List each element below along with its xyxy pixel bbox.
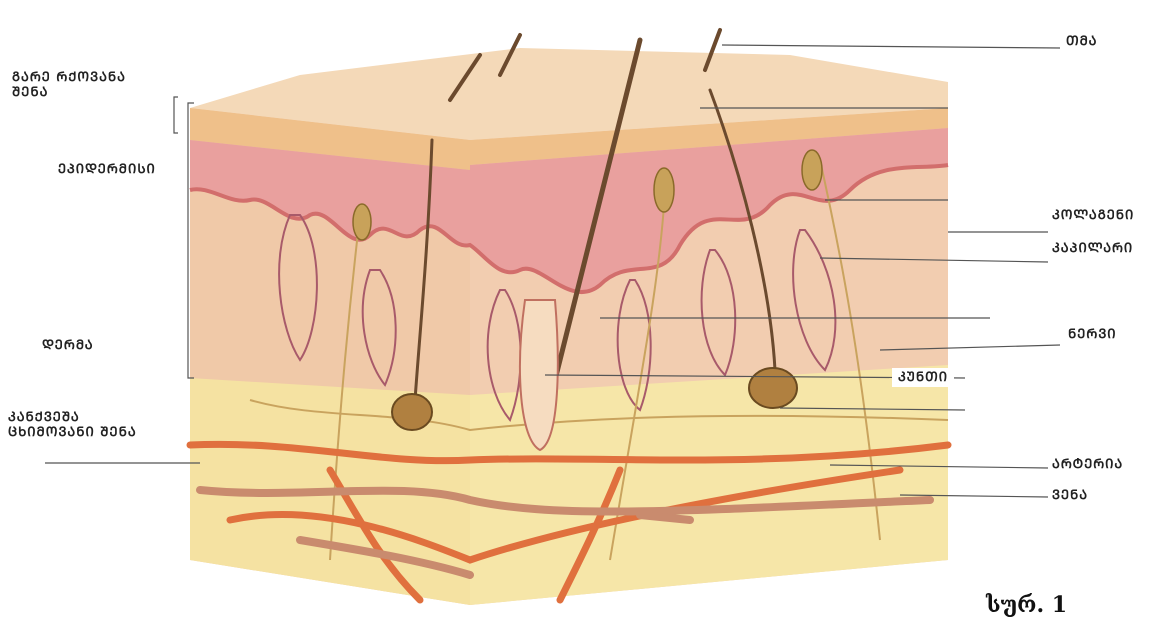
label-outer-layer-line1: ᲒᲐᲠᲔ ᲠᲥᲝᲕᲐᲜᲐ	[12, 70, 126, 85]
label-muscle: ᲙᲣᲜᲗᲘ	[892, 368, 954, 387]
label-dermis: ᲓᲔᲠᲛᲐ	[42, 338, 94, 353]
label-vein: ᲕᲔᲜᲐ	[1052, 488, 1088, 503]
label-outer-layer: ᲒᲐᲠᲔ ᲠᲥᲝᲕᲐᲜᲐ ᲨᲔᲜᲐ	[12, 70, 126, 100]
label-collagen: ᲙᲝᲚᲐᲒᲔᲜᲘ	[1052, 208, 1134, 223]
figure-caption: სურ. 1	[986, 592, 1067, 618]
label-artery: ᲐᲠᲢᲔᲠᲘᲐ	[1052, 457, 1123, 472]
label-capillary: ᲙᲐᲞᲘᲚᲐᲠᲘ	[1052, 241, 1133, 256]
label-hair: ᲗᲛᲐ	[1066, 34, 1097, 49]
label-epidermis: ᲔᲞᲘᲓᲔᲠᲛᲘᲡᲘ	[58, 162, 156, 177]
label-subcutaneous-line2: ᲪᲮᲘᲛᲝᲕᲐᲜᲘ ᲨᲔᲜᲐ	[8, 425, 137, 440]
label-outer-layer-line2: ᲨᲔᲜᲐ	[12, 85, 126, 100]
label-nerve: ᲜᲔᲠᲕᲘ	[1068, 327, 1117, 342]
label-subcutaneous-line1: ᲙᲐᲜᲥᲕᲔᲨᲐ	[8, 410, 137, 425]
label-subcutaneous: ᲙᲐᲜᲥᲕᲔᲨᲐ ᲪᲮᲘᲛᲝᲕᲐᲜᲘ ᲨᲔᲜᲐ	[8, 410, 137, 440]
